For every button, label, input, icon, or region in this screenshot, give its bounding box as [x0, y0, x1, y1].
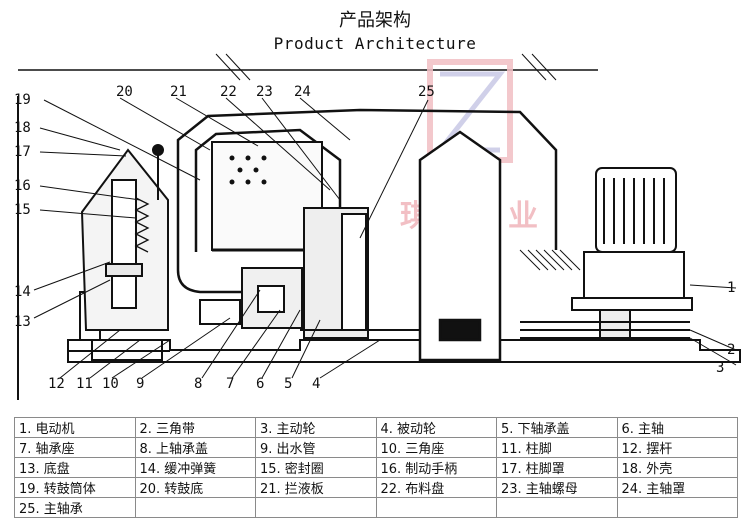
- legend-cell: 9. 出水管: [255, 437, 377, 458]
- callout-3: 3: [716, 360, 724, 376]
- legend-cell: 19. 转鼓筒体: [14, 477, 136, 498]
- page-title-cn: 产品架构: [339, 10, 411, 31]
- legend-cell: 5. 下轴承盖: [496, 417, 618, 438]
- legend-cell: [134, 497, 256, 518]
- legend-row: 19. 转鼓筒体 20. 转鼓底 21. 拦液板 22. 布料盘 23. 主轴螺…: [14, 477, 738, 498]
- callout-12: 12: [48, 376, 65, 392]
- callout-8: 8: [194, 376, 202, 392]
- callout-5: 5: [284, 376, 292, 392]
- callout-19: 19: [14, 92, 31, 108]
- callout-6: 6: [256, 376, 264, 392]
- outer-shell: [176, 108, 558, 294]
- callout-14: 14: [14, 284, 31, 300]
- left-column: [80, 144, 169, 331]
- motor: [571, 167, 693, 341]
- callout-15: 15: [14, 202, 31, 218]
- legend-cell: 14. 缓冲弹簧: [134, 457, 256, 478]
- callout-18: 18: [14, 120, 31, 136]
- callout-1: 1: [727, 280, 735, 296]
- callout-23: 23: [256, 84, 273, 100]
- legend-cell: 23. 主轴螺母: [496, 477, 618, 498]
- legend-cell: [375, 497, 497, 518]
- legend-cell: 24. 主轴罩: [616, 477, 738, 498]
- legend-cell: 16. 制动手柄: [375, 457, 497, 478]
- legend-cell: 12. 摆杆: [616, 437, 738, 458]
- legend-cell: 22. 布料盘: [375, 477, 497, 498]
- parts-legend-table: 1. 电动机 2. 三角带 3. 主动轮 4. 被动轮 5. 下轴承盖 6. 主…: [14, 417, 738, 518]
- legend-row: 25. 主轴承: [14, 497, 738, 518]
- legend-row: 1. 电动机 2. 三角带 3. 主动轮 4. 被动轮 5. 下轴承盖 6. 主…: [14, 417, 738, 438]
- callout-21: 21: [170, 84, 187, 100]
- section-hatch: [519, 249, 581, 271]
- callout-4: 4: [312, 376, 320, 392]
- leader-lines: [33, 97, 737, 379]
- legend-cell: 17. 柱脚罩: [496, 457, 618, 478]
- callout-25: 25: [418, 84, 435, 100]
- callout-11: 11: [76, 376, 93, 392]
- callout-2: 2: [727, 342, 735, 358]
- legend-cell: [496, 497, 618, 518]
- callout-24: 24: [294, 84, 311, 100]
- legend-cell: 3. 主动轮: [255, 417, 377, 438]
- callout-13: 13: [14, 314, 31, 330]
- callout-20: 20: [116, 84, 133, 100]
- centrifuge-diagram: 琪震实业: [14, 53, 741, 400]
- callout-17: 17: [14, 144, 31, 160]
- callout-22: 22: [220, 84, 237, 100]
- legend-cell: [255, 497, 377, 518]
- legend-cell: 20. 转鼓底: [134, 477, 256, 498]
- legend-cell: 6. 主轴: [616, 417, 738, 438]
- page-title-en: Product Architecture: [273, 34, 477, 53]
- legend-cell: 21. 拦液板: [255, 477, 377, 498]
- legend-cell: 10. 三角座: [375, 437, 497, 458]
- legend-cell: 13. 底盘: [14, 457, 136, 478]
- callout-10: 10: [102, 376, 119, 392]
- callout-9: 9: [136, 376, 144, 392]
- legend-cell: 8. 上轴承盖: [134, 437, 256, 458]
- legend-cell: 11. 柱脚: [496, 437, 618, 458]
- legend-cell: 25. 主轴承: [14, 497, 136, 518]
- legend-cell: 4. 被动轮: [375, 417, 497, 438]
- belt: [520, 321, 690, 339]
- legend-cell: 18. 外壳: [616, 457, 738, 478]
- legend-row: 7. 轴承座 8. 上轴承盖 9. 出水管 10. 三角座 11. 柱脚 12.…: [14, 437, 738, 458]
- callout-7: 7: [226, 376, 234, 392]
- legend-cell: 2. 三角带: [134, 417, 256, 438]
- callout-16: 16: [14, 178, 31, 194]
- shaft-housing: [418, 130, 502, 362]
- legend-cell: [616, 497, 738, 518]
- legend-cell: 15. 密封圈: [255, 457, 377, 478]
- legend-row: 13. 底盘 14. 缓冲弹簧 15. 密封圈 16. 制动手柄 17. 柱脚罩…: [14, 457, 738, 478]
- legend-cell: 7. 轴承座: [14, 437, 136, 458]
- legend-cell: 1. 电动机: [14, 417, 136, 438]
